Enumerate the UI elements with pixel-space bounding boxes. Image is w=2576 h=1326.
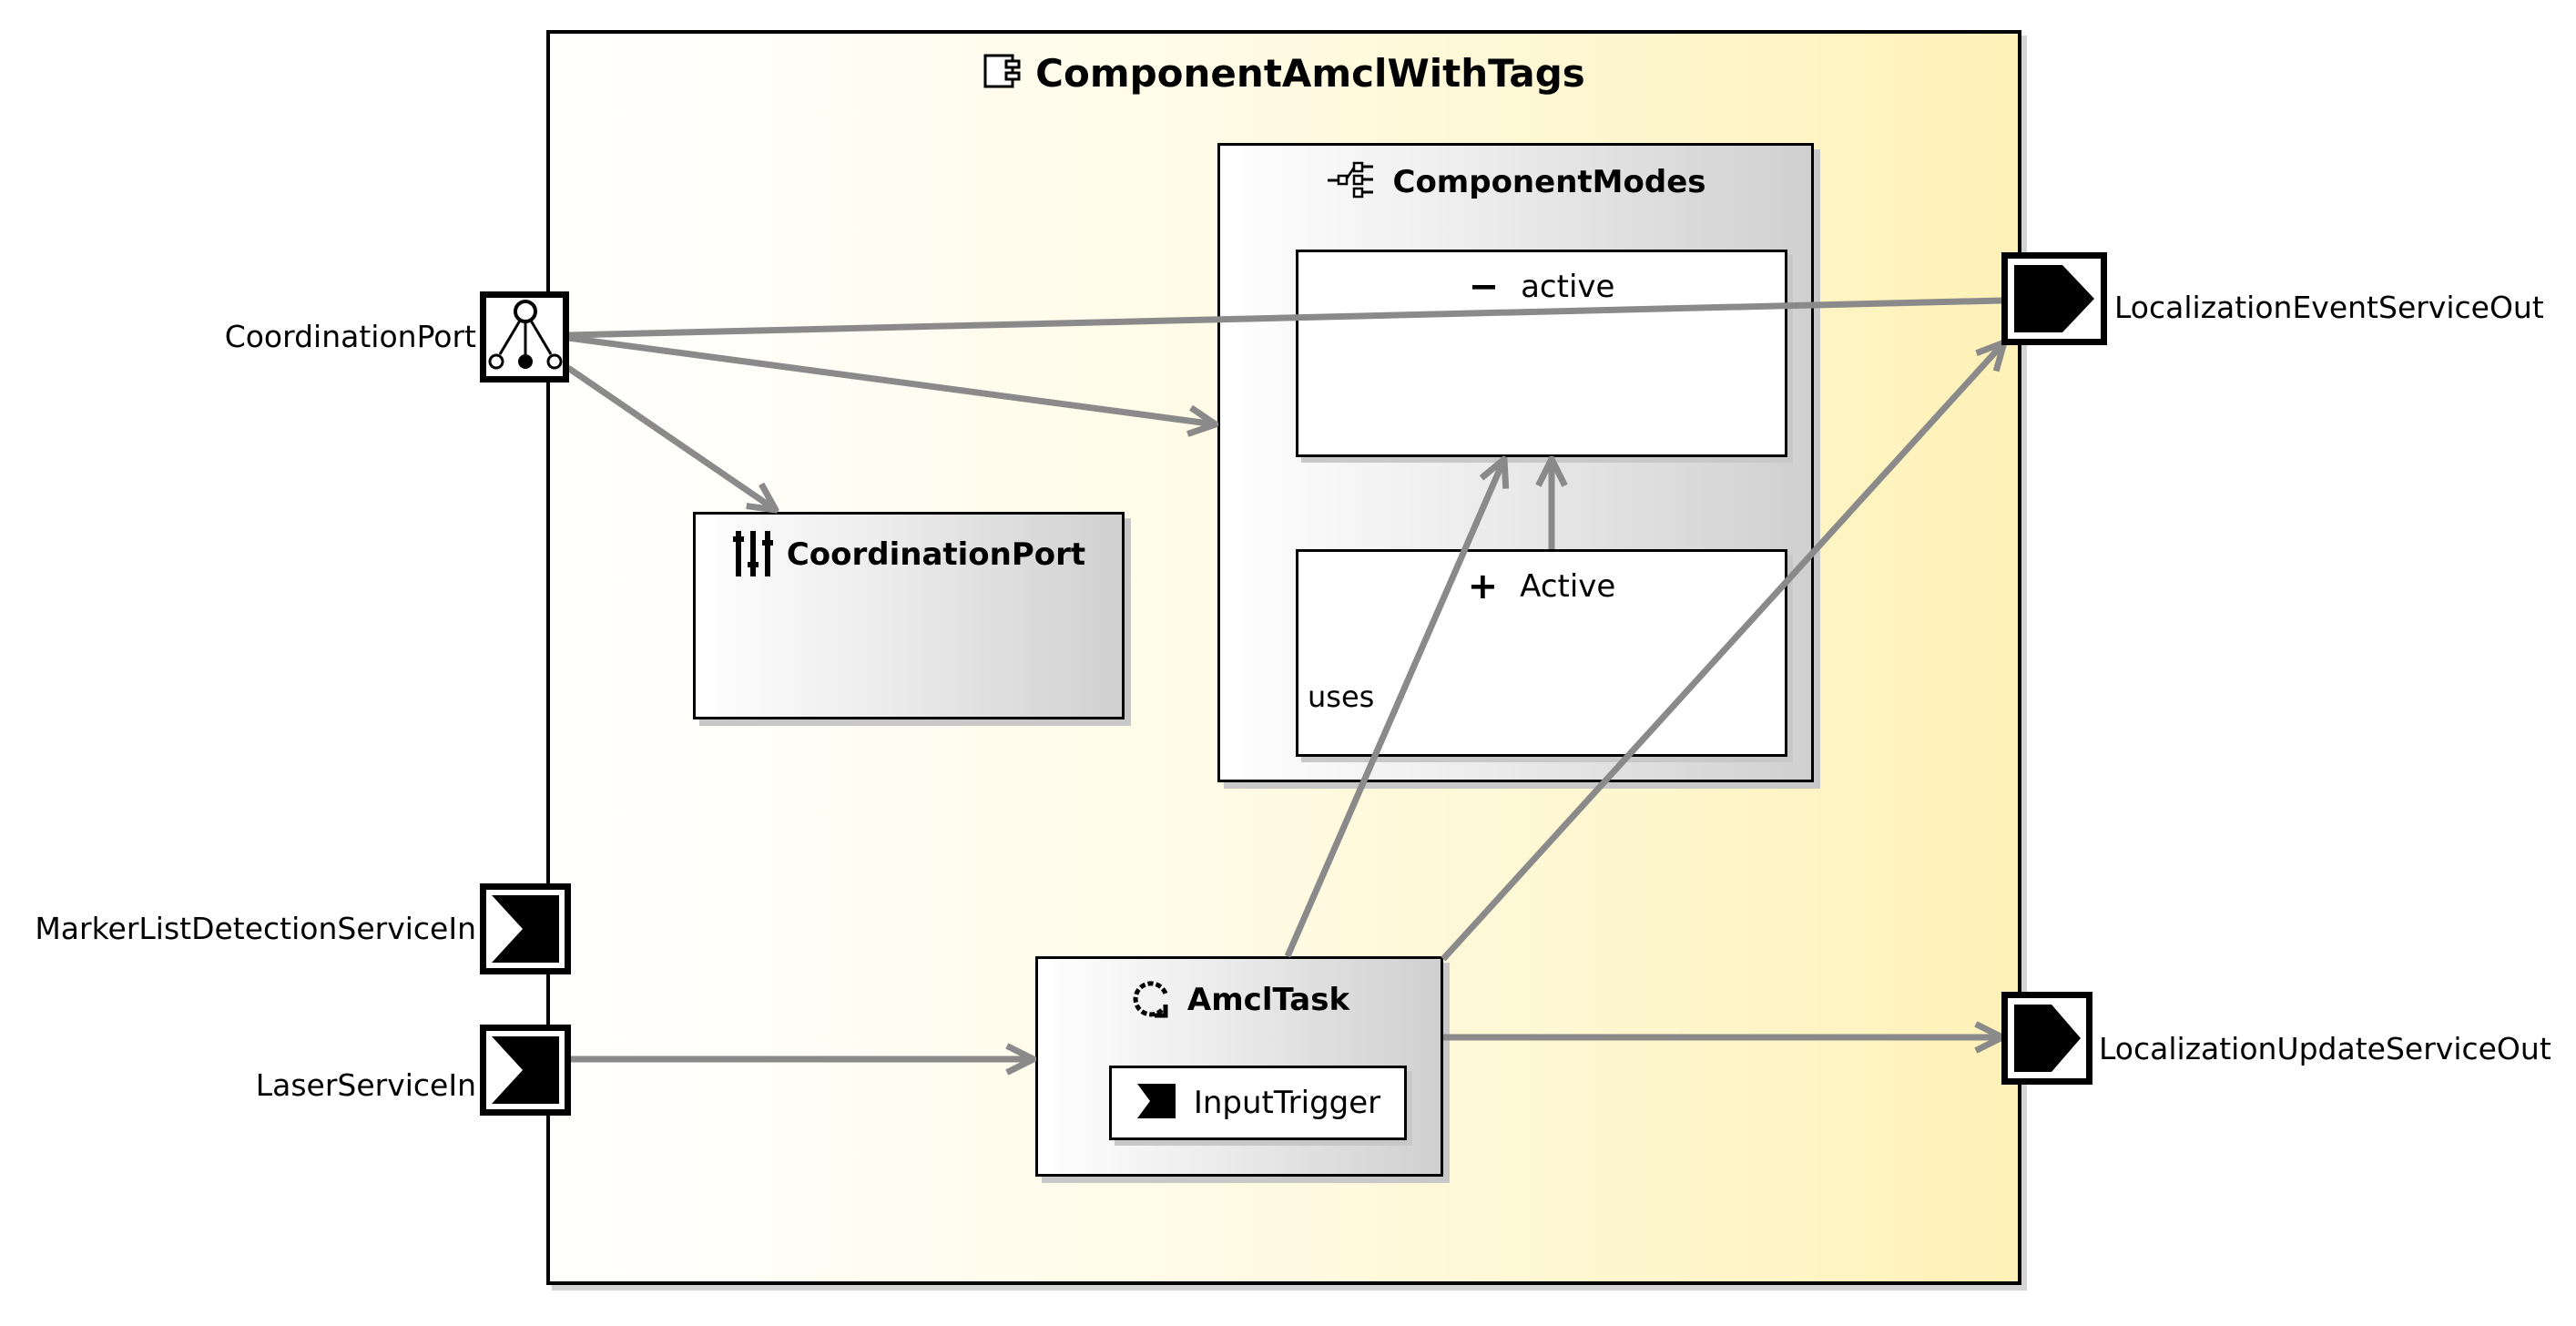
plus-icon: + (1467, 566, 1499, 607)
laser-service-in-port[interactable] (480, 1025, 571, 1116)
coordination-port[interactable] (480, 291, 569, 382)
coordination-port-icon (488, 300, 563, 370)
uses-label: uses (1308, 679, 1375, 714)
task-title: AmclTask (1038, 975, 1441, 1025)
localization-event-service-out-port[interactable] (2001, 252, 2107, 345)
input-trigger[interactable]: InputTrigger (1109, 1066, 1407, 1140)
component-name: ComponentAmclWithTags (1035, 50, 1585, 96)
laser-service-in-label: LaserServiceIn (255, 1067, 476, 1103)
mode-state-active[interactable]: − active (1296, 250, 1787, 457)
sliders-icon (732, 527, 774, 582)
coordination-port-box[interactable]: CoordinationPort (693, 512, 1125, 719)
minus-icon: − (1468, 266, 1500, 308)
output-port-icon (2014, 265, 2094, 332)
task-name: AmclTask (1186, 982, 1350, 1018)
localization-event-service-out-label: LocalizationEventServiceOut (2114, 290, 2544, 325)
mode-state-active-header: − active (1298, 269, 1785, 305)
mode-state-Active[interactable]: + Active uses (1296, 549, 1787, 757)
marker-list-detection-service-in-label: MarkerListDetectionServiceIn (35, 911, 476, 946)
input-port-icon (1135, 1082, 1177, 1124)
localization-update-service-out-port[interactable] (2001, 992, 2092, 1085)
component-title: ComponentAmclWithTags (546, 46, 2021, 100)
input-port-icon (492, 1036, 559, 1104)
input-port-icon (492, 895, 559, 963)
mode-state-Active-header: + Active (1298, 568, 1785, 605)
mode-state-name: active (1521, 269, 1615, 305)
localization-update-service-out-label: LocalizationUpdateServiceOut (2099, 1031, 2551, 1066)
coordination-port-label: CoordinationPort (224, 319, 476, 354)
coordination-port-box-name: CoordinationPort (786, 536, 1086, 573)
component-modes-name: ComponentModes (1392, 164, 1706, 200)
output-port-icon (2014, 1005, 2081, 1072)
mode-tree-icon (1326, 160, 1380, 204)
task-cycle-icon (1129, 975, 1175, 1025)
component-modes-title: ComponentModes (1220, 160, 1811, 204)
marker-list-detection-service-in-port[interactable] (480, 883, 571, 974)
component-icon (983, 53, 1023, 93)
mode-state-name: Active (1520, 568, 1616, 605)
coordination-port-box-title: CoordinationPort (696, 527, 1122, 582)
input-trigger-name: InputTrigger (1193, 1085, 1381, 1121)
